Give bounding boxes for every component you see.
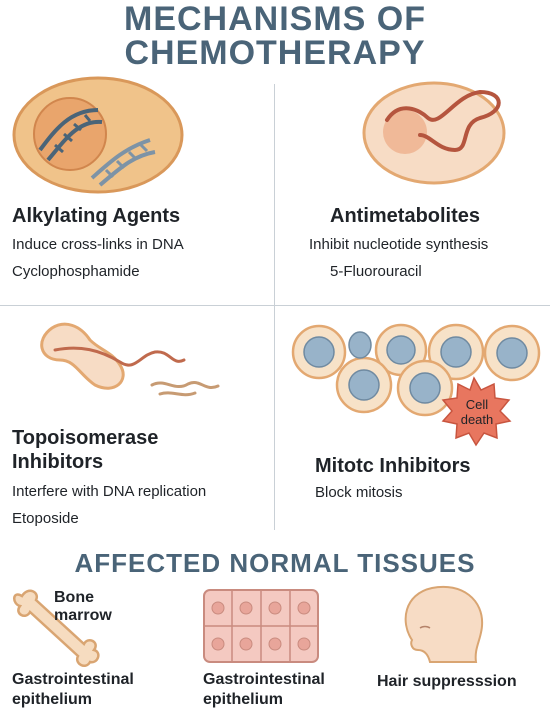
tissue2-label-line2: epithelium xyxy=(203,691,284,708)
alkylating-heading: Alkylating Agents xyxy=(12,205,181,227)
bone-marrow-label-line1: Bone xyxy=(54,589,94,606)
topoisomerase-heading-line1: Topoisomerase xyxy=(12,427,159,449)
mitotic-description: Block mitosis xyxy=(315,484,403,501)
hair-suppression-label: Hair suppresssion xyxy=(377,673,517,690)
topoisomerase-heading-line2: Inhibitors xyxy=(12,451,104,473)
tissue2-label-line1: Gastrointestinal xyxy=(203,671,325,688)
cell-death-badge: Cell death xyxy=(444,397,510,427)
vertical-divider xyxy=(274,84,275,530)
antimetabolites-example: 5-Fluorouracil xyxy=(330,263,422,280)
cell-death-badge-line1: Cell xyxy=(465,397,489,412)
topoisomerase-description: Interfere with DNA replication xyxy=(12,483,207,500)
cell-death-badge-line2: death xyxy=(460,412,494,427)
alkylating-description: Induce cross-links in DNA xyxy=(12,236,184,253)
bone-marrow-label-line2: marrow xyxy=(54,607,112,624)
page-title-line2: CHEMOTHERAPY xyxy=(124,34,426,72)
horizontal-divider xyxy=(0,305,550,306)
topoisomerase-example: Etoposide xyxy=(12,510,79,527)
mitotic-heading: Mitotc Inhibitors xyxy=(315,455,471,477)
page-title-line1: MECHANISMS OF xyxy=(124,0,426,38)
alkylating-example: Cyclophosphamide xyxy=(12,263,140,280)
antimetabolites-description: Inhibit nucleotide synthesis xyxy=(309,236,489,253)
tissue1-label-line1: Gastrointestinal xyxy=(12,671,134,688)
affected-tissues-title: AFFECTED NORMAL TISSUES xyxy=(74,548,476,578)
antimetabolites-heading: Antimetabolites xyxy=(330,205,481,227)
tissue1-label-line2: epithelium xyxy=(12,691,93,708)
